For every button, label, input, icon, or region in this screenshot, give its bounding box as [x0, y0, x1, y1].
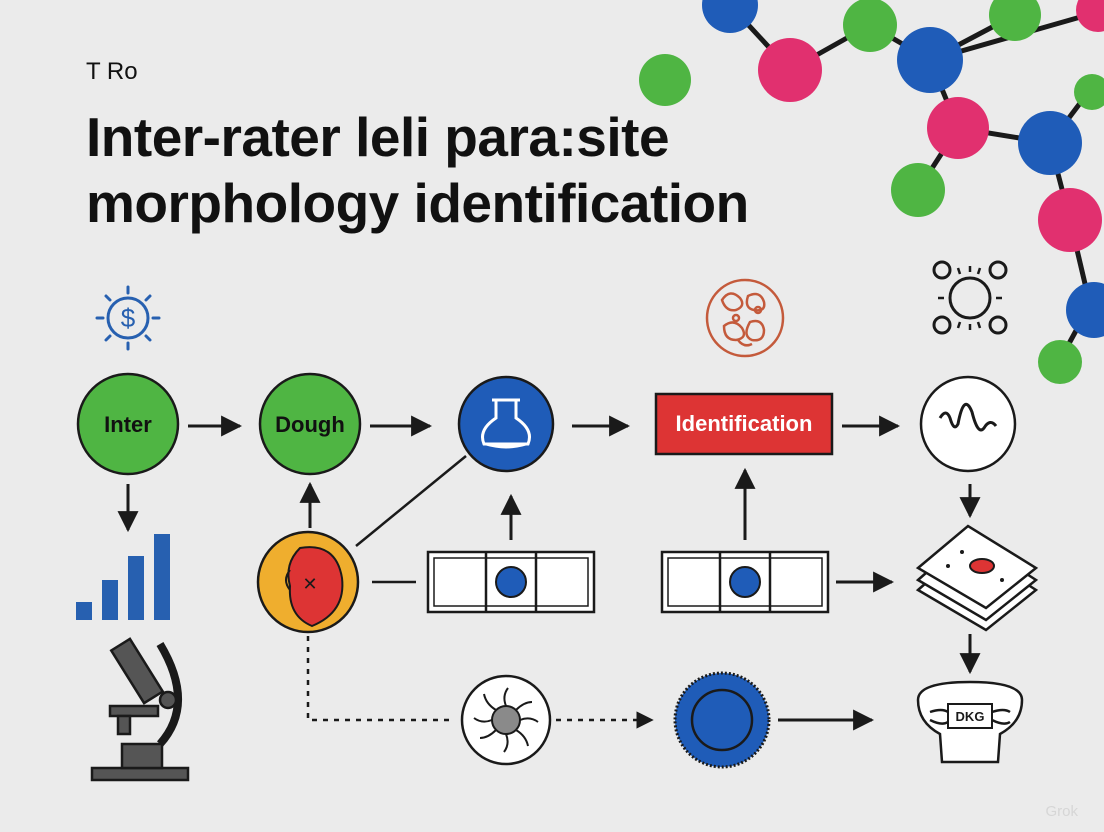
title-line-1: Inter-rater leli para:site [86, 106, 670, 168]
cell-clock-icon [932, 260, 1008, 335]
dollar-gear-icon: $ [95, 285, 161, 351]
flask-icon [457, 375, 555, 473]
blob-cell-icon: ✕ [256, 530, 360, 634]
node-dough [258, 372, 362, 476]
title-line-2: morphology identification [86, 172, 749, 234]
page-title: Inter-rater leli para:site morphology id… [86, 104, 749, 236]
svg-text:$: $ [121, 303, 136, 333]
node-identification-label: Identification [676, 411, 813, 436]
dish-label: DKG [956, 709, 985, 724]
node-dough-label: Dough [275, 412, 345, 437]
slide-2 [660, 550, 830, 614]
node-inter [76, 372, 180, 476]
molecule-atoms [639, 0, 1104, 384]
blue-cell-icon [673, 671, 771, 769]
slide-1 [426, 550, 596, 614]
slide-stack-icon [915, 524, 1039, 632]
node-inter-label: Inter [104, 412, 152, 437]
svg-text:✕: ✕ [302, 574, 317, 594]
watermark: Grok [1045, 803, 1078, 820]
header-kicker: T Ro [86, 58, 138, 85]
microscope-icon [90, 637, 190, 782]
petri-dish-icon [916, 680, 1024, 764]
dashed-cell-microbe [306, 636, 452, 722]
parasite-cells-icon [705, 278, 785, 358]
node-identification [654, 392, 834, 456]
line-cell-flask [355, 455, 467, 547]
microbe-icon [460, 674, 552, 766]
wave-icon [919, 375, 1017, 473]
bar-chart-icon [76, 534, 170, 620]
